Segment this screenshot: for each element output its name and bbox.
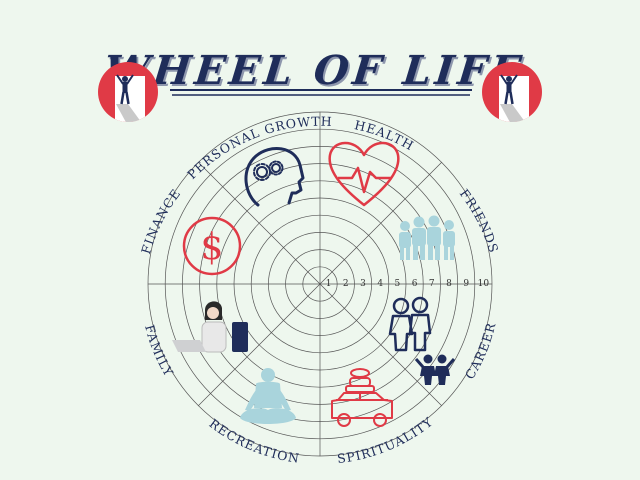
heart-pulse-icon xyxy=(328,141,400,207)
scale-label: 8 xyxy=(446,279,452,289)
label-friends: FRIENDS xyxy=(457,186,502,255)
scale-label: 1 xyxy=(326,279,332,289)
label-personal-growth: PERSONAL GROWTH xyxy=(184,114,333,182)
children-icon xyxy=(414,354,456,385)
car-luggage-icon xyxy=(331,368,393,427)
scale-label: 9 xyxy=(463,279,469,289)
label-finance: FINANCE xyxy=(138,186,184,256)
wheel-spokes xyxy=(148,112,492,456)
friends-group-icon xyxy=(399,215,455,260)
label-career: CAREER xyxy=(462,321,499,382)
logo-left xyxy=(98,62,158,122)
dollar-circle-icon: $ xyxy=(182,216,242,276)
wheel-spoke xyxy=(319,162,442,285)
title-group: WHEEL OF LIFE WHEEL OF LIFE xyxy=(102,47,529,96)
laptop-woman-icon xyxy=(172,301,248,353)
label-recreation: RECREATION xyxy=(207,416,301,466)
page-title-shadow: WHEEL OF LIFE xyxy=(104,49,530,96)
logo-figure-right-icon xyxy=(500,74,518,105)
scale-label: 7 xyxy=(429,279,435,289)
scale-label: 10 xyxy=(478,279,490,289)
logo-figure-left-icon xyxy=(116,74,134,105)
wheel-spoke xyxy=(198,162,321,285)
wheel-spoke xyxy=(198,283,321,406)
wheel-spoke xyxy=(319,283,442,406)
scale-label: 3 xyxy=(360,279,366,289)
scale-label: 4 xyxy=(377,279,383,289)
svg-text:$: $ xyxy=(201,227,224,268)
meditation-icon xyxy=(240,368,296,424)
scale-label: 6 xyxy=(412,279,418,289)
page-title: WHEEL OF LIFE xyxy=(102,47,528,94)
wheel-scale: 1 2 3 4 5 6 7 8 9 10 xyxy=(326,279,490,289)
logo-right xyxy=(482,62,542,122)
label-family: FAMILY xyxy=(142,323,177,379)
scale-label: 2 xyxy=(343,279,349,289)
scale-label: 5 xyxy=(395,279,401,289)
head-gears-icon xyxy=(244,147,305,207)
couple-icon xyxy=(388,296,432,352)
